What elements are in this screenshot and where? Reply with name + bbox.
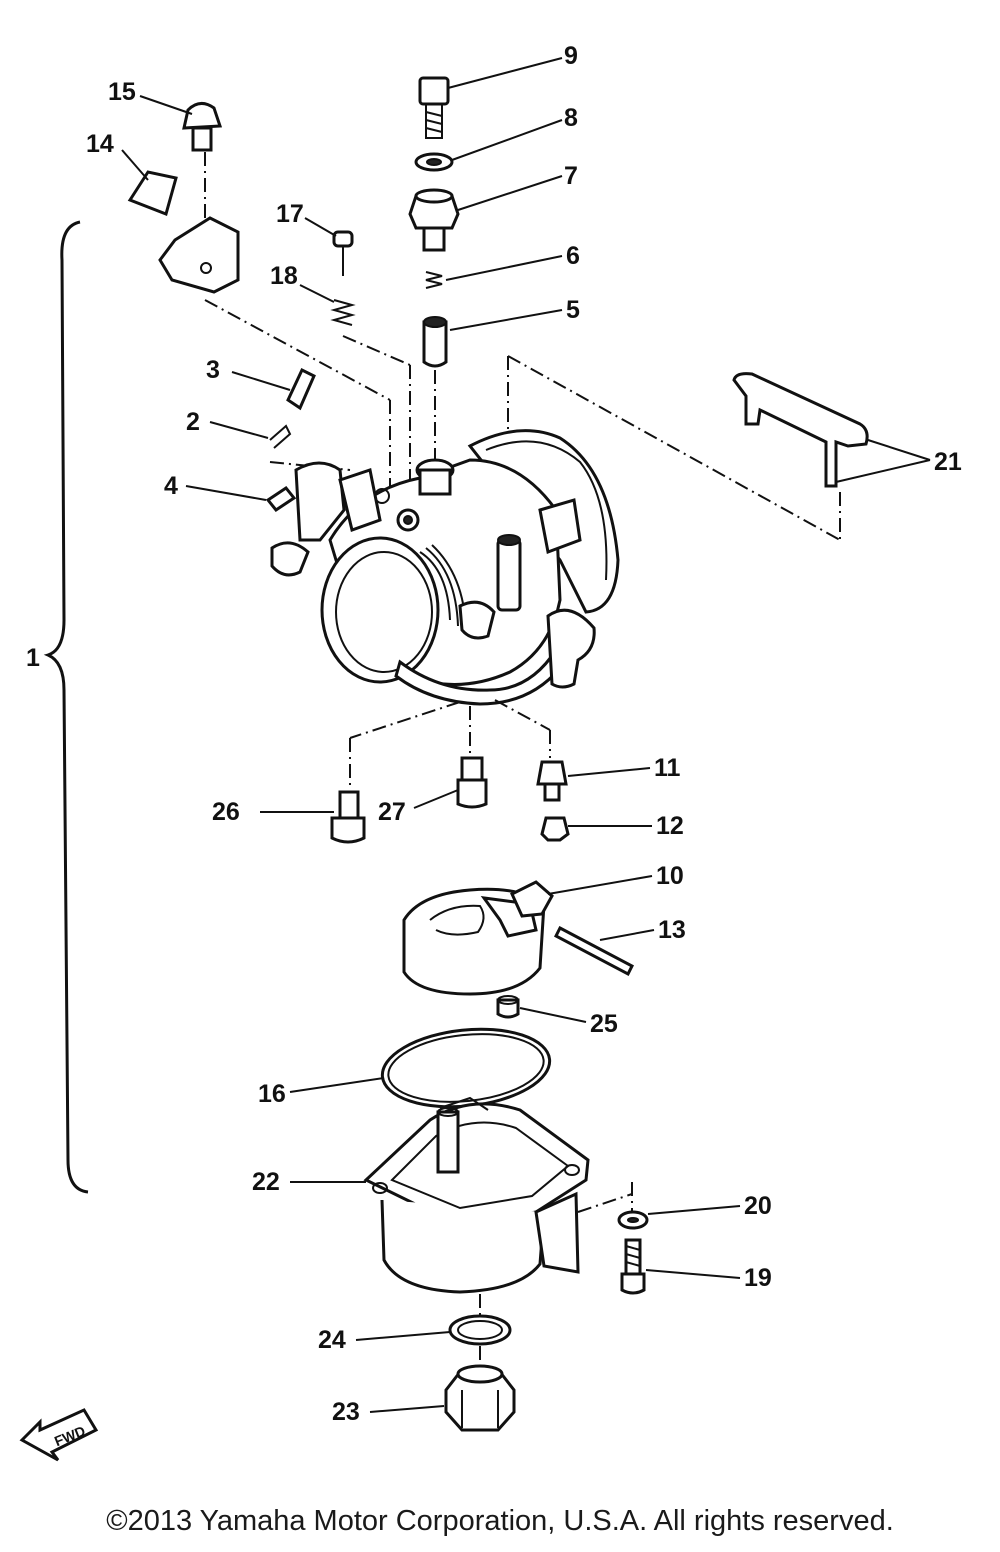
label-part-11: 11 [654, 754, 681, 782]
part-17-18-pilot-screw [330, 230, 411, 505]
label-part-12: 12 [656, 812, 684, 840]
label-part-19: 19 [744, 1264, 772, 1292]
label-part-26: 26 [212, 798, 240, 826]
label-part-17: 17 [276, 200, 304, 228]
label-part-24: 24 [318, 1326, 346, 1354]
label-part-25: 25 [590, 1010, 618, 1038]
part-19-screw [620, 1238, 646, 1295]
part-20-washer [617, 1210, 649, 1230]
label-part-10: 10 [656, 862, 684, 890]
part-12-nut [540, 816, 570, 842]
label-part-20: 20 [744, 1192, 772, 1220]
label-part-9: 9 [564, 42, 578, 70]
fwd-label: FWD [52, 1423, 88, 1450]
label-part-14: 14 [86, 130, 114, 158]
copyright-notice: ©2013 Yamaha Motor Corporation, U.S.A. A… [106, 1505, 894, 1537]
label-part-2: 2 [186, 408, 200, 436]
part-21-clamp [732, 372, 869, 540]
label-part-15: 15 [108, 78, 136, 106]
label-part-21: 21 [934, 448, 962, 476]
label-part-16: 16 [258, 1080, 286, 1108]
label-part-4: 4 [164, 472, 178, 500]
label-part-3: 3 [206, 356, 220, 384]
fwd-arrow: FWD [19, 1408, 99, 1462]
label-part-23: 23 [332, 1398, 360, 1426]
label-part-7: 7 [564, 162, 578, 190]
label-part-1: 1 [26, 644, 40, 672]
part-27-pilot-jet [456, 756, 488, 809]
part-13-pin [554, 925, 634, 977]
part-8-washer [414, 152, 454, 172]
label-part-8: 8 [564, 104, 578, 132]
assembly-bracket [43, 220, 89, 1194]
part-3-throttle-screw [286, 367, 316, 411]
label-part-22: 22 [252, 1168, 280, 1196]
part-5-needle-valve [422, 316, 448, 460]
label-part-5: 5 [566, 296, 580, 324]
part-24-washer [448, 1314, 512, 1346]
part-26-main-jet [330, 790, 366, 844]
part-labels: 15 14 17 18 9 8 7 6 5 3 2 4 21 1 26 27 1… [26, 42, 962, 1426]
part-22-float-bowl [363, 1096, 590, 1294]
part-11-needle-jet [536, 760, 568, 802]
part-16-gasket [380, 1027, 552, 1109]
part-9-screw [418, 76, 450, 139]
part-7-needle-jet-holder [408, 188, 460, 252]
leader-lines [121, 57, 931, 1413]
label-part-27: 27 [378, 798, 406, 826]
label-part-6: 6 [566, 242, 580, 270]
part-2-spring [269, 424, 351, 471]
part-23-drain-plug [444, 1364, 516, 1432]
part-4-screw [265, 485, 297, 513]
part-25-screw [496, 995, 520, 1019]
carburetor-body [270, 429, 620, 706]
part-10-float [402, 880, 554, 996]
part-6-spring [425, 271, 443, 289]
label-part-13: 13 [658, 916, 686, 944]
part-14-bracket [127, 170, 240, 294]
label-part-18: 18 [270, 262, 298, 290]
